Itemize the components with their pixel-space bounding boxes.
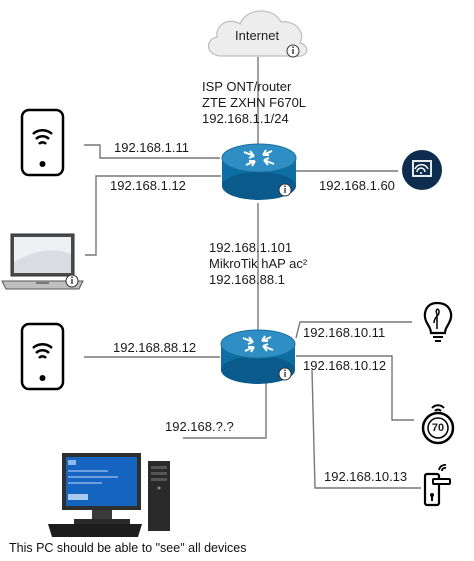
mikrotik-router-icon [220,329,296,384]
link-laptop-isp [85,175,221,256]
isp-router-ip-line: 192.168.1.1/24 [202,111,289,126]
link-phone1-isp [84,144,220,159]
isp-router-name-line: ZTE ZXHN F670L [202,95,307,110]
isp-router-icon [221,143,297,200]
mikrotik-lan-ip-label: 192.168.88.1 [209,272,285,287]
smartphone-icon [20,108,65,177]
smartphone-icon [20,322,65,391]
smart-tv-icon [402,150,442,190]
mikrotik-model-label: MikroTik hAP ac² [209,256,308,271]
connection-lines [84,57,421,489]
link-mikrotik-bulb [295,321,412,339]
pc-ip-label: 192.168.?.? [165,419,234,434]
smart-lock-icon [423,464,451,507]
isp-router-model-line: ISP ONT/router [202,79,292,94]
internet-label: Internet [235,28,280,43]
thermostat-icon [421,404,455,445]
mikrotik-wan-ip-label: 192.168.1.101 [209,240,293,255]
lock-ip-label: 192.168.10.13 [324,469,408,484]
info-icon [286,44,300,58]
link-mikrotik-lock [311,369,421,489]
laptop-ip-label: 192.168.1.12 [110,178,186,193]
link-mikrotik-thermostat [296,355,414,421]
tv-ip-label: 192.168.1.60 [319,178,395,193]
link-mikrotik-pc [183,375,267,439]
thermostat-ip-label: 192.168.10.12 [303,358,387,373]
smart-bulb-icon [423,301,453,342]
bulb-ip-label: 192.168.10.11 [303,325,386,340]
info-icon [278,367,292,381]
info-icon [65,274,79,288]
desktop-pc-icon [48,453,170,537]
phone2-ip-label: 192.168.88.12 [113,340,197,355]
phone1-ip-label: 192.168.1.11 [114,140,189,155]
thermostat-display: 70 [431,422,445,434]
diagram-caption: This PC should be able to "see" all devi… [9,541,247,555]
info-icon [278,183,292,197]
internet-cloud [208,10,308,57]
laptop-icon [1,233,84,290]
